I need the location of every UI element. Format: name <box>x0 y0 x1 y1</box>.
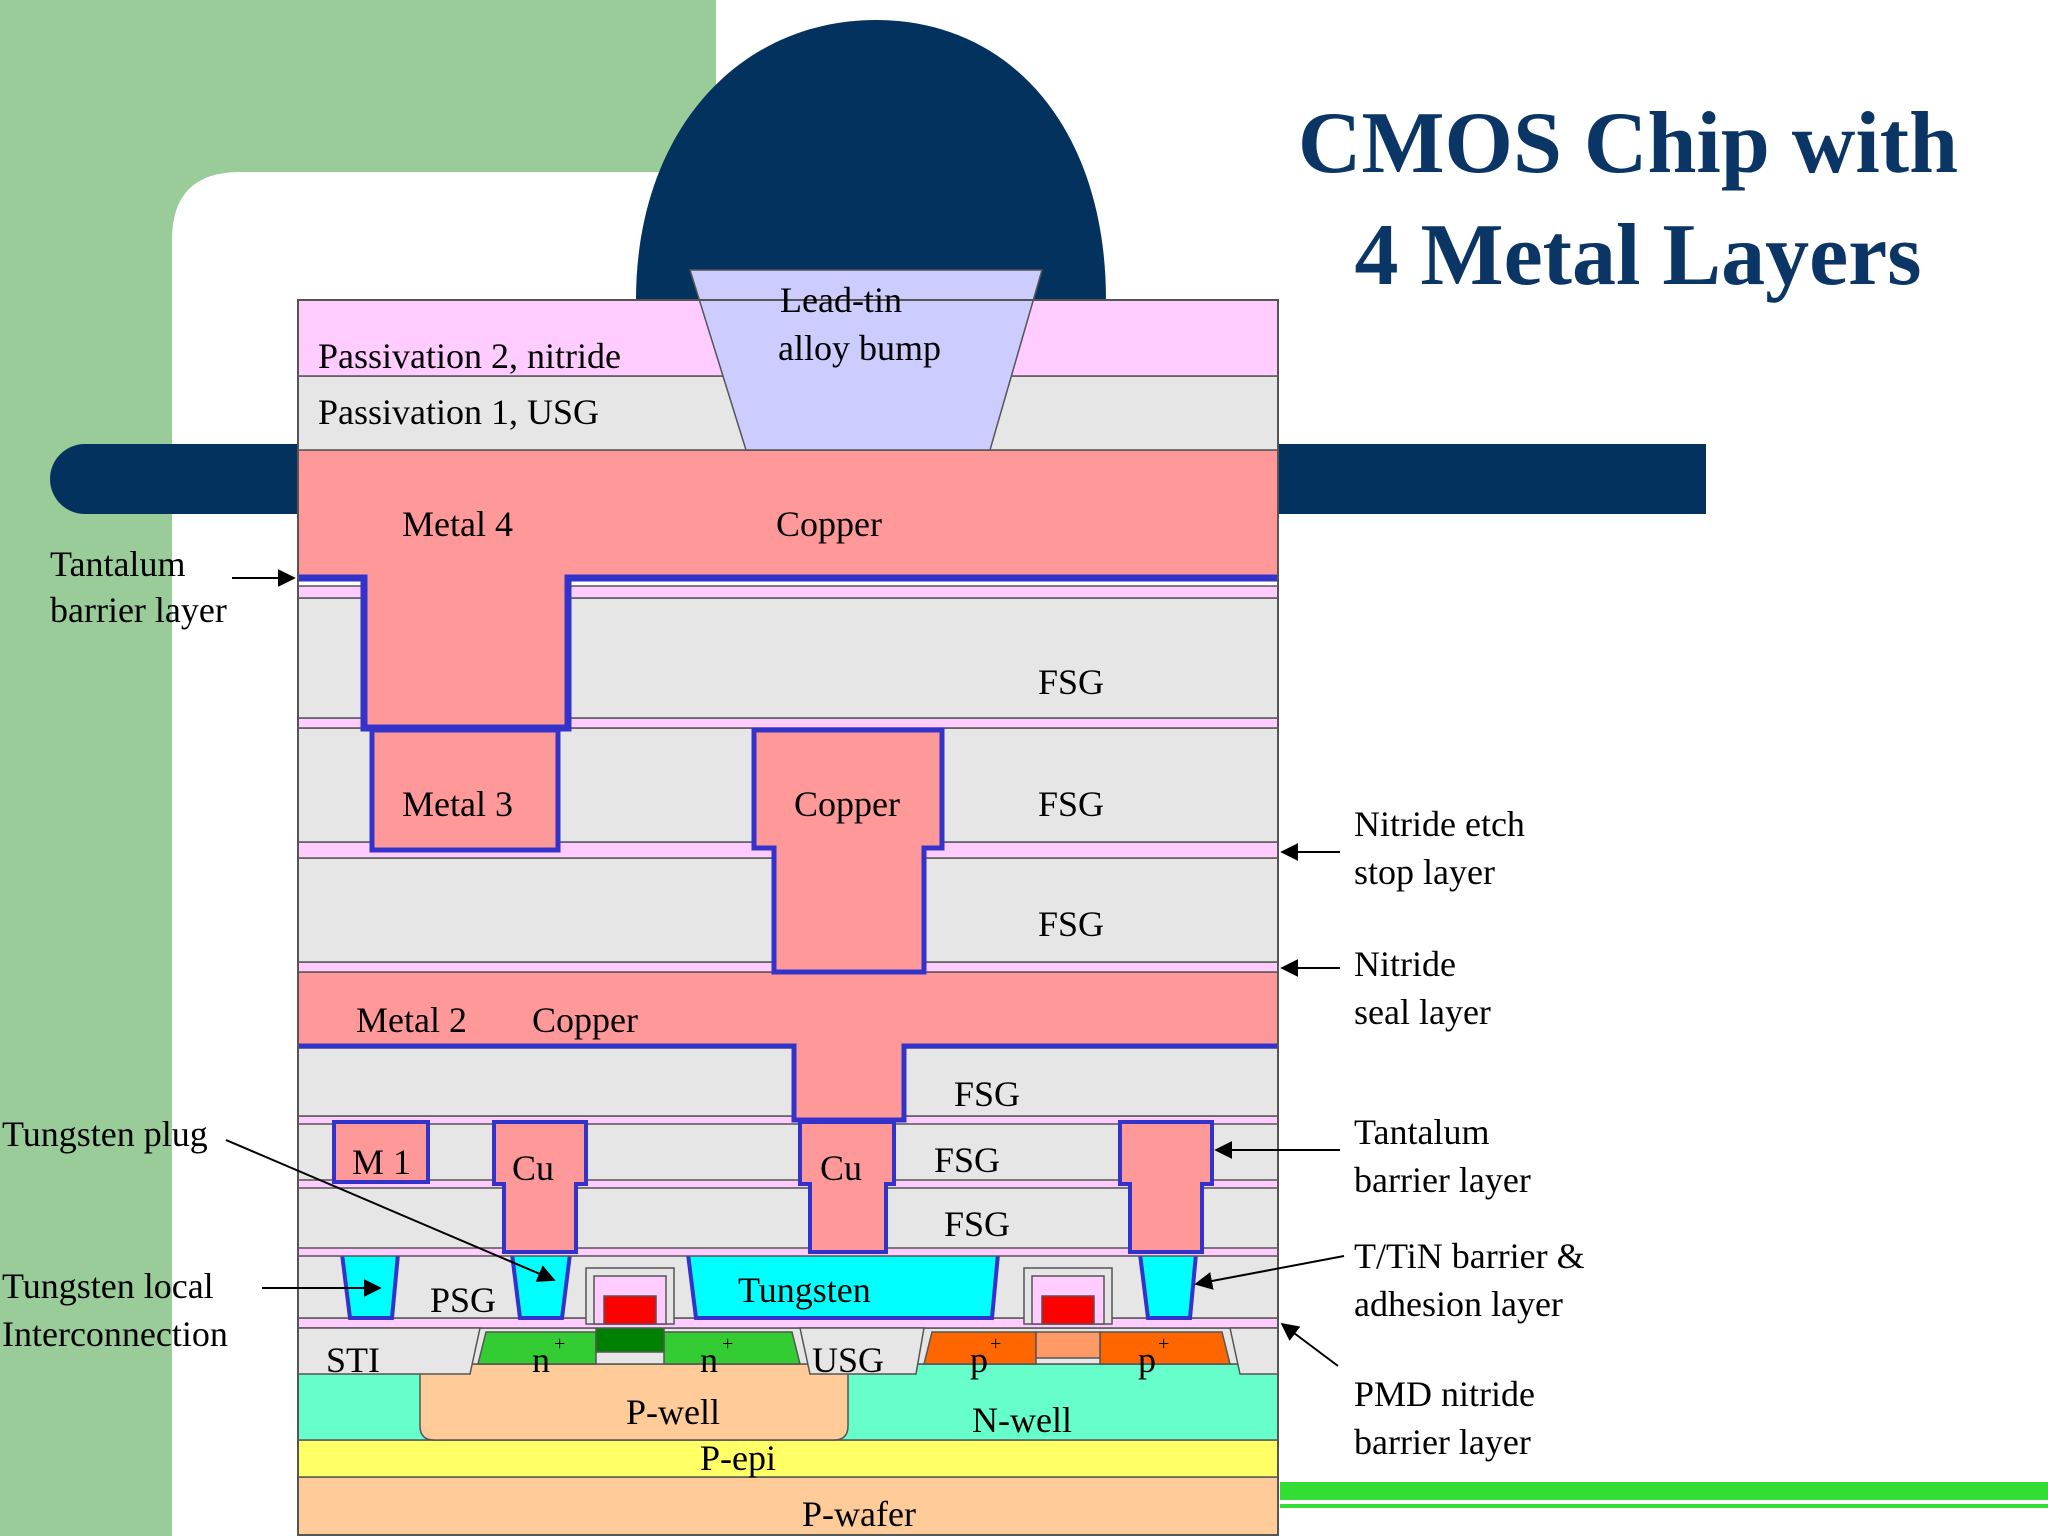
fsg-label-m2: FSG <box>954 1074 1020 1114</box>
m1-line <box>332 1120 430 1184</box>
ttin-label-2: adhesion layer <box>1354 1284 1563 1324</box>
metal-4-label: Metal 4 <box>402 504 513 544</box>
bump-label-1: Lead-tin <box>780 280 902 320</box>
accent-line-thin <box>1280 1504 2048 1508</box>
copper-via-3 <box>751 727 945 975</box>
psg-label: PSG <box>430 1280 496 1320</box>
metal-2-copper-label: Copper <box>532 1000 638 1040</box>
cu-via-center <box>798 1120 896 1254</box>
m1-label: M 1 <box>352 1142 411 1182</box>
fsg-label-v3: FSG <box>1038 904 1104 944</box>
callout-labels: Tantalum barrier layer Nitride etch stop… <box>2 544 1585 1462</box>
pmd-label-2: barrier layer <box>1354 1422 1531 1462</box>
arrow-pmd <box>1280 1322 1339 1367</box>
chip-outline <box>297 299 1279 1536</box>
tantalum-top-label-1: Tantalum <box>50 544 185 584</box>
p-well-label: P-well <box>626 1392 720 1432</box>
pmd-label-1: PMD nitride <box>1354 1374 1535 1414</box>
p-epi-layer <box>297 1439 1279 1478</box>
ttin-label-1: T/TiN barrier & <box>1354 1236 1585 1276</box>
p-plus-right-sup: + <box>1158 1333 1169 1355</box>
fsg-label-m4: FSG <box>1038 662 1104 702</box>
layer-labels: Lead-tin alloy bump Passivation 2, nitri… <box>318 280 1169 1534</box>
passivation-2-label: Passivation 2, nitride <box>318 336 621 376</box>
fsg-label-m1-upper: FSG <box>934 1140 1000 1180</box>
tungsten-plug-right <box>1137 1252 1199 1320</box>
nitride-seal-label-2: seal layer <box>1354 992 1491 1032</box>
cu-label-left: Cu <box>512 1148 554 1188</box>
usg-label: USG <box>812 1340 884 1380</box>
n-plus-right <box>663 1331 801 1365</box>
p-wafer-label: P-wafer <box>802 1494 916 1534</box>
p-plus-left-sup: + <box>990 1333 1001 1355</box>
n-plus-right-sup: + <box>722 1333 733 1355</box>
n-plus-left-sup: + <box>554 1333 565 1355</box>
navy-dome <box>636 20 1106 300</box>
cu-label-center: Cu <box>820 1148 862 1188</box>
passivation-1-label: Passivation 1, USG <box>318 392 599 432</box>
sti-label: STI <box>326 1340 380 1380</box>
fsg-label-m1-lower: FSG <box>944 1204 1010 1244</box>
callout-arrows <box>225 569 1345 1367</box>
tungsten-local-label-2: Interconnection <box>2 1314 228 1354</box>
tungsten-label: Tungsten <box>738 1270 871 1310</box>
title-line-1: CMOS Chip with <box>1298 95 1958 192</box>
arrow-tungsten-plug <box>225 1139 556 1282</box>
cu-via-left <box>492 1120 588 1254</box>
tungsten-local-interconnect <box>339 1252 401 1320</box>
tantalum-right-label-1: Tantalum <box>1354 1112 1489 1152</box>
gate-poly-right <box>1041 1295 1095 1325</box>
nitride-etch-label-2: stop layer <box>1354 852 1495 892</box>
metal-4-copper-label: Copper <box>776 504 882 544</box>
metal-3-label: Metal 3 <box>402 784 513 824</box>
n-well-label: N-well <box>972 1400 1072 1440</box>
p-plus-right-label: p <box>1138 1340 1156 1380</box>
p-plus-left-label: p <box>970 1340 988 1380</box>
tantalum-right-label-2: barrier layer <box>1354 1160 1531 1200</box>
tungsten-local-label-1: Tungsten local <box>2 1266 214 1306</box>
arrow-ttin <box>1194 1255 1345 1290</box>
p-well-region <box>419 1363 849 1441</box>
n-plus-right-label: n <box>700 1340 718 1380</box>
m2-fsg-layer <box>297 1045 1279 1117</box>
nitride-seal-label-1: Nitride <box>1354 944 1456 984</box>
lead-tin-bump <box>688 269 1043 451</box>
title-line-2: 4 Metal Layers <box>1355 207 1922 304</box>
n-plus-left-label: n <box>532 1340 550 1380</box>
bump-label-2: alloy bump <box>778 328 941 368</box>
metal-2-barrier <box>298 1043 1278 1123</box>
tantalum-top-label-2: barrier layer <box>50 590 227 630</box>
cu-via-right <box>1118 1120 1214 1254</box>
p-epi-label: P-epi <box>700 1438 776 1478</box>
navy-bar-right-end <box>1650 444 1706 514</box>
gate-poly-left <box>603 1295 657 1325</box>
metal-2-label: Metal 2 <box>356 1000 467 1040</box>
n-plus-left <box>477 1331 597 1365</box>
tungsten-plug-left <box>509 1252 573 1320</box>
tungsten-plug-label: Tungsten plug <box>2 1114 208 1154</box>
channel-right <box>1035 1331 1101 1359</box>
via-3-copper-label: Copper <box>794 784 900 824</box>
chip-cross-section <box>297 269 1279 1536</box>
nitride-etch-label-1: Nitride etch <box>1354 804 1525 844</box>
p-plus-left <box>923 1331 1037 1365</box>
metal-4-barrier <box>298 574 1278 732</box>
accent-line <box>1280 1482 2048 1500</box>
sti-center <box>799 1327 925 1375</box>
p-wafer-layer <box>297 1476 1279 1536</box>
fsg-label-m3: FSG <box>1038 784 1104 824</box>
